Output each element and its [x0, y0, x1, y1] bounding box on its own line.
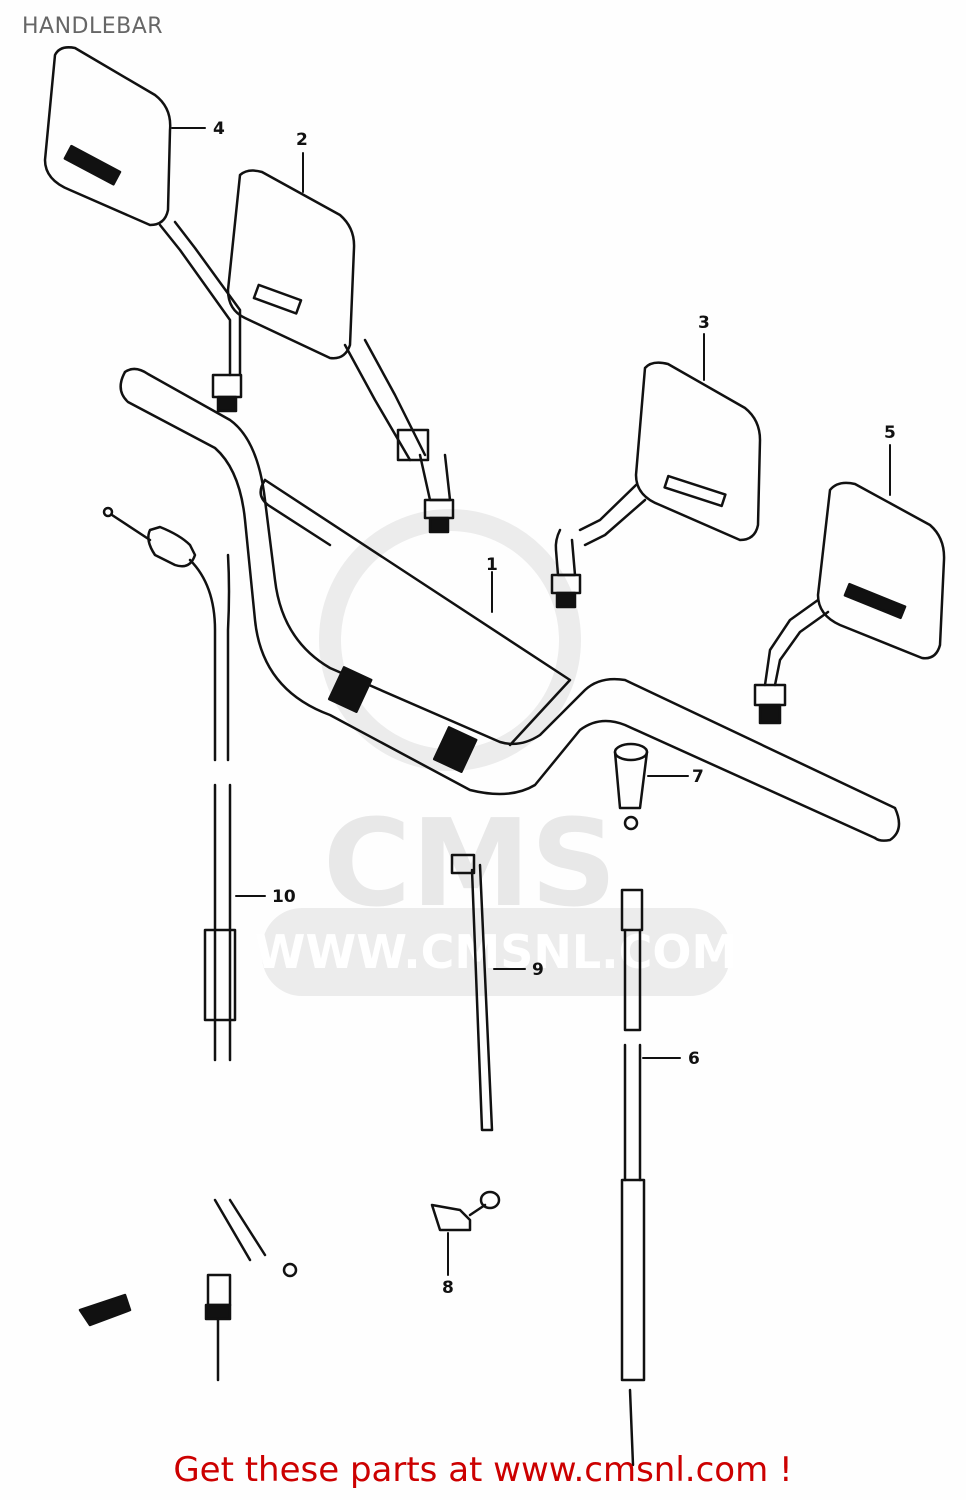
label-7: 7: [692, 767, 704, 787]
label-3: 3: [698, 313, 710, 333]
watermark-url: WWW.CMSNL.COM: [255, 925, 738, 979]
part-labels: 4 2 3 5 1 7 10 9 6 8: [213, 119, 896, 1298]
leader-lines: [171, 127, 891, 1276]
label-9: 9: [532, 960, 544, 980]
label-8: 8: [442, 1278, 454, 1298]
watermark-logo: CMS: [323, 795, 617, 934]
footer-promo-link[interactable]: Get these parts at www.cmsnl.com !: [173, 1450, 793, 1490]
tie-part: [450, 853, 494, 1132]
watermark: CMS WWW.CMSNL.COM: [255, 509, 738, 996]
mirror-4-part: [43, 46, 243, 413]
page-title: HANDLEBAR: [22, 14, 164, 39]
direction-badge: [78, 1293, 132, 1327]
mirror-3-part: [550, 361, 762, 609]
label-1: 1: [486, 555, 498, 575]
mirror-2-part: [226, 169, 455, 534]
label-2: 2: [296, 130, 308, 150]
label-4: 4: [213, 119, 225, 139]
clamp-part: [430, 1190, 501, 1232]
mirror-5-part: [753, 481, 946, 725]
handlebar-part: [119, 367, 901, 842]
cable-6-part: [620, 815, 646, 1467]
label-5: 5: [884, 423, 896, 443]
cap-part: [613, 742, 649, 810]
label-10: 10: [272, 887, 296, 907]
throttle-cable-part: [102, 506, 298, 1382]
label-6: 6: [688, 1049, 700, 1069]
